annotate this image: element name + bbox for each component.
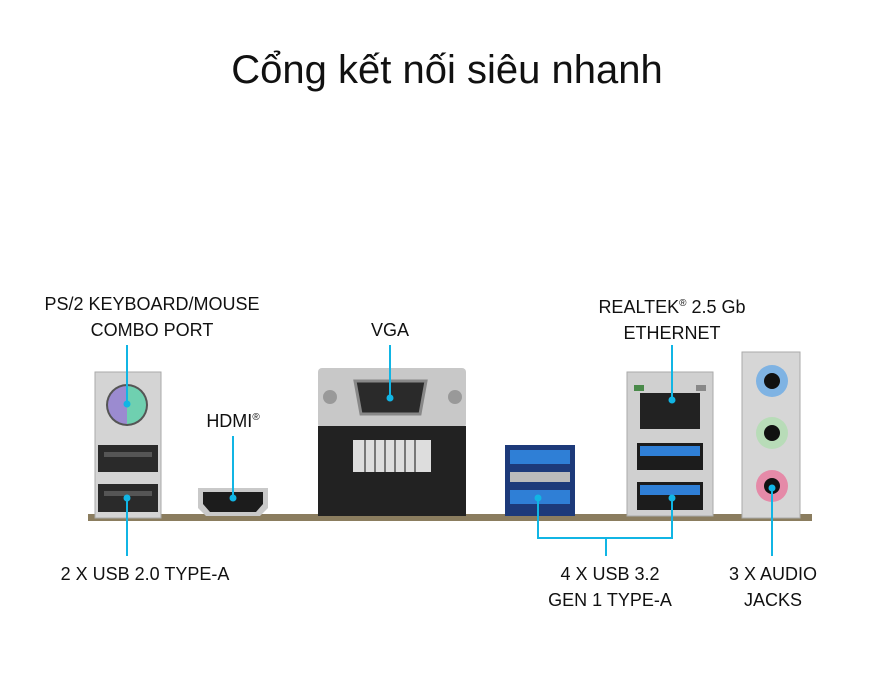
usb2-port [98,445,158,472]
hdmi-port [198,488,268,516]
vga-label: VGA [370,320,410,340]
ps2-label-line1: PS/2 KEYBOARD/MOUSE [44,294,260,314]
usb3-label-line2: GEN 1 TYPE-A [548,590,672,610]
ethernet-label: REALTEK® 2.5 Gb ETHERNET [598,291,745,346]
ps2-label: PS/2 KEYBOARD/MOUSE COMBO PORT [44,291,259,343]
audio-label-line2: JACKS [743,590,803,610]
usb3-stack [505,445,575,516]
leader-lines [126,345,773,556]
vga-port [318,368,466,516]
page-title: Cổng kết nối siêu nhanh [231,48,663,92]
ethernet-label-line2: ETHERNET [623,323,721,343]
leader-dots [123,394,776,502]
ethernet-label-line1: REALTEK® 2.5 Gb [598,291,745,320]
registered-mark: ® [252,412,260,423]
usb3-label: 4 X USB 3.2 GEN 1 TYPE-A [548,561,672,613]
audio-label-line1: 3 X AUDIO [728,564,818,584]
lan-usb3-block [626,371,714,517]
realtek-text: REALTEK [598,297,680,317]
speed-text: 2.5 Gb [686,297,746,317]
usb3-label-line1: 4 X USB 3.2 [560,564,660,584]
board-edge [88,514,812,521]
ps2-label-line2: COMBO PORT [90,320,214,340]
registered-mark: ® [679,298,687,309]
hdmi-label-text: HDMI [206,411,253,431]
audio-label: 3 X AUDIO JACKS [729,561,817,613]
hdmi-label: HDMI® [206,405,259,434]
usb2-label: 2 X USB 2.0 TYPE-A [60,564,230,584]
